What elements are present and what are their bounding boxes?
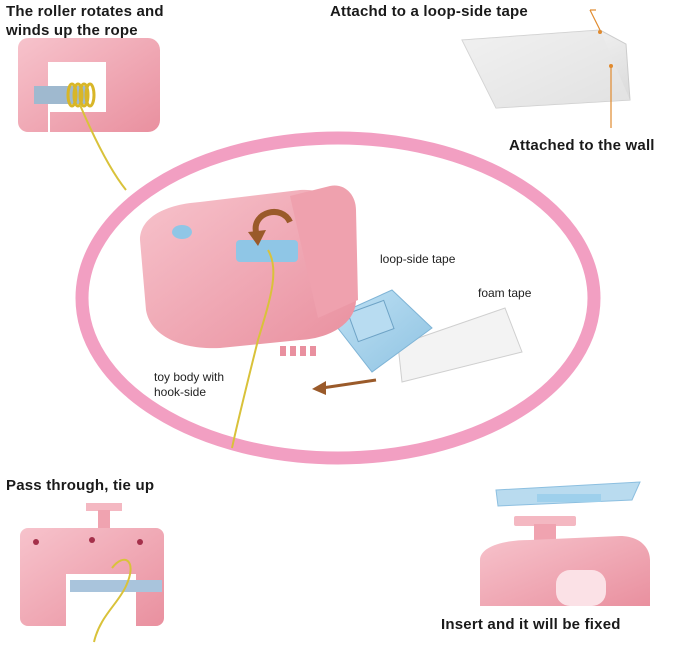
roller-detail-image [18,38,160,191]
caption-roller-line1: The roller rotates and [6,3,164,20]
tie-up-image [20,503,164,643]
label-loop-side-tape: loop-side tape [380,252,456,266]
label-toy-body-line1: toy body with [154,370,225,384]
caption-roller-line2: winds up the rope [6,22,138,39]
caption-insert: Insert and it will be fixed [441,616,621,633]
wall-tape-image [461,9,631,128]
label-toy-body-line2: hook-side [154,385,207,399]
insert-image [480,481,650,606]
caption-tie-up: Pass through, tie up [6,477,155,494]
highlight-ring [75,131,601,465]
caption-loop-tape: Attachd to a loop-side tape [330,3,528,20]
label-toy-body: toy body with hook-side [154,370,224,400]
main-product-image [140,185,523,449]
label-foam-tape: foam tape [478,286,532,300]
caption-wall: Attached to the wall [509,137,655,154]
caption-roller: The roller rotates and winds up the rope [6,2,164,40]
